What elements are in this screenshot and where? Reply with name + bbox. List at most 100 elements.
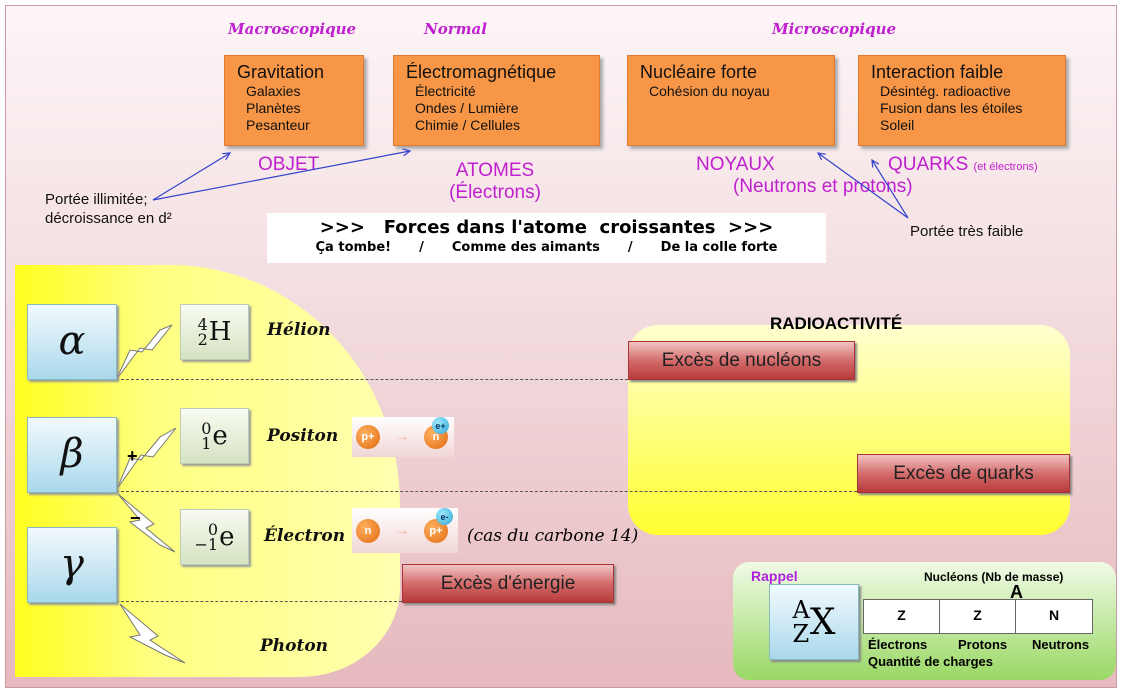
label-helion: Hélion bbox=[267, 320, 331, 340]
force-item: Planètes bbox=[246, 100, 301, 116]
excess-quarks: Excès de quarks bbox=[857, 454, 1070, 493]
gamma-box: γ bbox=[27, 527, 117, 603]
force-gravitation: Gravitation Galaxies Planètes Pesanteur bbox=[224, 55, 364, 146]
domain-atomes: ATOMES (Électrons) bbox=[420, 160, 570, 204]
cell-neutrons: N bbox=[1048, 607, 1060, 623]
scale-normal: Normal bbox=[424, 20, 487, 38]
domain-noyaux-sub: (Neutrons et protons) bbox=[733, 176, 913, 197]
nucleons-label: Nucléons (Nb de masse) bbox=[924, 570, 1064, 584]
electron-reaction: n → p+ e- bbox=[352, 508, 458, 553]
excess-energy: Excès d'énergie bbox=[402, 564, 614, 603]
dashed-line bbox=[116, 379, 628, 380]
proton-ball: p+ bbox=[356, 425, 380, 449]
excess-nucleons: Excès de nucléons bbox=[628, 341, 855, 380]
carbon-note: (cas du carbone 14) bbox=[467, 526, 639, 546]
force-title: Électromagnétique bbox=[406, 62, 557, 82]
mass-number: 0 bbox=[207, 520, 219, 539]
banner-title: >>> Forces dans l'atome croissantes >>> bbox=[319, 217, 774, 238]
scale-macro: Macroscopique bbox=[228, 20, 357, 38]
label-charges: Quantité de charges bbox=[868, 654, 993, 669]
label-protons: Protons bbox=[958, 637, 1008, 652]
banner-sub: De la colle forte bbox=[660, 240, 778, 255]
lightning-icon bbox=[116, 427, 177, 490]
note-line: Portée illimitée; bbox=[45, 191, 148, 208]
composition-table: Z Z N bbox=[863, 599, 1093, 634]
rappel-title: Rappel bbox=[751, 568, 798, 584]
force-item: Pesanteur bbox=[246, 117, 310, 133]
domain-quarks: QUARKS (et électrons) bbox=[888, 154, 1038, 178]
element-symbol: e bbox=[219, 522, 235, 552]
force-item: Chimie / Cellules bbox=[415, 117, 521, 133]
arrow bbox=[872, 160, 909, 219]
mass-number: A bbox=[792, 596, 810, 624]
arrow-icon: → bbox=[394, 428, 410, 445]
note-weak-range: Portée très faible bbox=[910, 223, 1024, 240]
mass-number: 0 bbox=[201, 419, 212, 438]
banner-sub: Comme des aimants bbox=[451, 240, 600, 255]
lightning-icon bbox=[115, 324, 173, 381]
force-item: Galaxies bbox=[246, 83, 301, 99]
label-electrons: Électrons bbox=[868, 637, 928, 652]
force-title: Nucléaire forte bbox=[640, 62, 758, 82]
force-electromagnetic: Électromagnétique Électricité Ondes / Lu… bbox=[393, 55, 600, 146]
force-title: Interaction faible bbox=[871, 62, 1004, 82]
charge-number: −1 bbox=[194, 535, 219, 554]
element-symbol: H bbox=[208, 317, 232, 347]
label-neutrons: Neutrons bbox=[1032, 637, 1090, 652]
cell-protons: Z bbox=[940, 600, 1016, 633]
charge-number: Z bbox=[792, 620, 810, 648]
dashed-line bbox=[116, 491, 857, 492]
element-symbol: e bbox=[212, 421, 228, 451]
force-item: Soleil bbox=[880, 117, 915, 133]
force-item: Fusion dans les étoiles bbox=[880, 100, 1023, 116]
charge-number: 2 bbox=[197, 330, 208, 349]
label-photon: Photon bbox=[260, 636, 329, 656]
force-item: Désintég. radioactive bbox=[880, 83, 1011, 99]
label-electron: Électron bbox=[264, 526, 346, 546]
force-strong-nuclear: Nucléaire forte Cohésion du noyau bbox=[627, 55, 835, 146]
lightning-icon bbox=[119, 603, 186, 664]
lightning-layer bbox=[115, 324, 186, 664]
banner-sep: / bbox=[627, 240, 633, 255]
arrow bbox=[152, 153, 230, 201]
charge-number: 1 bbox=[201, 434, 212, 453]
note-line: décroissance en d² bbox=[45, 210, 172, 227]
positron-ball: e+ bbox=[432, 417, 449, 434]
neutron-ball: n bbox=[356, 518, 380, 543]
force-weak: Interaction faible Désintég. radioactive… bbox=[858, 55, 1066, 146]
element-symbol: X bbox=[809, 601, 836, 643]
sign-minus: − bbox=[130, 508, 141, 528]
banner-sep: / bbox=[419, 240, 424, 255]
banner-sub: Ça tombe! bbox=[315, 240, 392, 255]
electron-ball: e- bbox=[436, 508, 453, 525]
note-unlimited-range: Portée illimitée; décroissance en d² bbox=[45, 190, 172, 228]
force-item: Ondes / Lumière bbox=[415, 100, 519, 116]
domain-subtitle: (et électrons) bbox=[973, 161, 1038, 173]
force-item: Électricité bbox=[415, 83, 476, 99]
arrow bbox=[152, 151, 410, 201]
force-item: Cohésion du noyau bbox=[649, 83, 770, 99]
sign-plus: + bbox=[127, 446, 138, 466]
domain-title: ATOMES bbox=[455, 160, 535, 181]
alpha-box: α bbox=[27, 304, 117, 380]
label-positon: Positon bbox=[267, 426, 339, 446]
arrow-icon: → bbox=[394, 521, 410, 539]
arrow bbox=[818, 153, 909, 219]
domain-subtitle: (Électrons) bbox=[449, 182, 541, 203]
forces-banner: >>> Forces dans l'atome croissantes >>> … bbox=[267, 213, 826, 263]
force-title: Gravitation bbox=[237, 62, 325, 82]
radioactivity-title: RADIOACTIVITÉ bbox=[770, 314, 903, 333]
cell-electrons: Z bbox=[864, 600, 940, 633]
domain-title: QUARKS bbox=[888, 154, 969, 175]
domain-noyaux: NOYAUX bbox=[696, 154, 775, 175]
mass-number: 4 bbox=[197, 315, 208, 334]
scale-micro: Microscopique bbox=[772, 20, 897, 38]
a-label: A bbox=[1010, 582, 1023, 602]
beta-box: β bbox=[27, 417, 117, 493]
dashed-line bbox=[116, 601, 402, 602]
